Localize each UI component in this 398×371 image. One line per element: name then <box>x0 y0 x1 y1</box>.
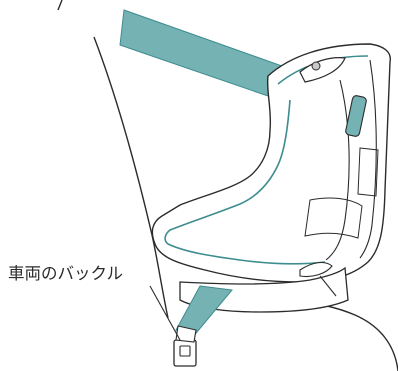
buckle-callout-label: 車両のバックル <box>8 266 123 283</box>
top-stroke <box>58 0 62 10</box>
headrest-emblem-dot <box>312 62 320 70</box>
shoulder-belt <box>120 10 282 96</box>
vehicle-buckle-button <box>180 346 190 356</box>
callout-leader-line <box>150 286 180 340</box>
child-seat-shell <box>152 44 390 282</box>
